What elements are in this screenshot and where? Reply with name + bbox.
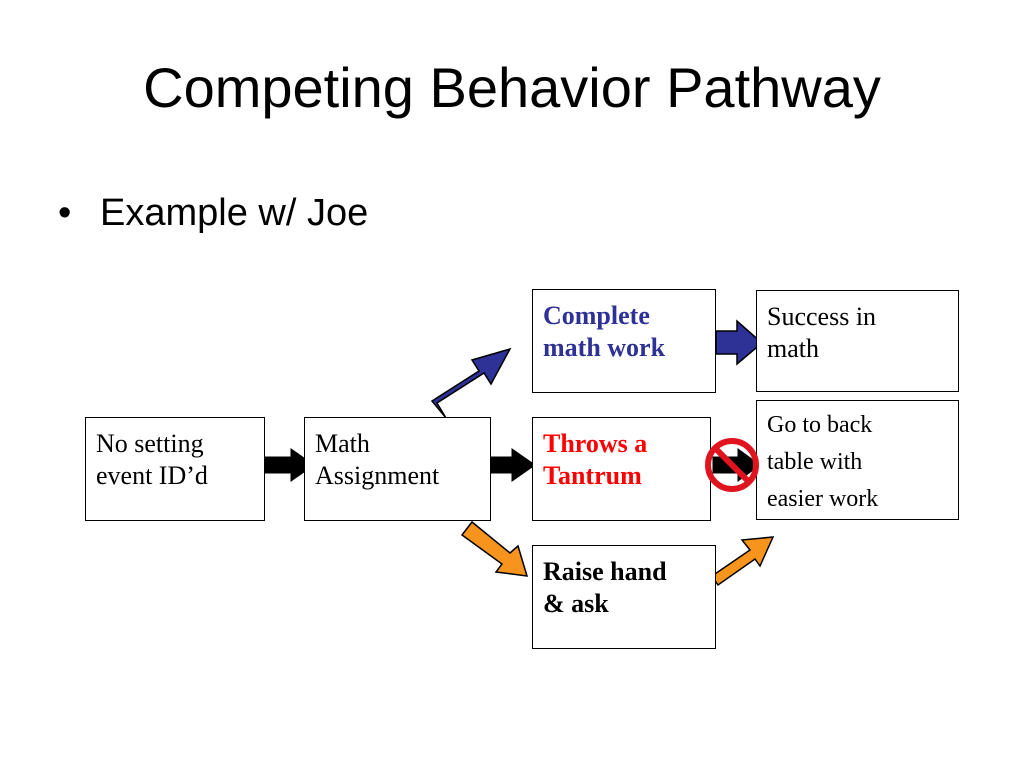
desired-behavior-box: Complete math work (532, 289, 716, 393)
arrow-antecedent-to-desired (430, 347, 512, 419)
box-line: & ask (543, 588, 609, 618)
box-line: Complete (543, 301, 650, 330)
box-line: Math (315, 429, 370, 458)
box-line: event ID’d (96, 460, 208, 490)
box-line: Go to back (767, 412, 873, 438)
slide-title: Competing Behavior Pathway (143, 56, 881, 119)
box-line: Success in (767, 302, 877, 331)
box-line: Raise hand (543, 557, 667, 586)
setting-event-box: No setting event ID’d (85, 417, 265, 521)
arrow-desired-to-consequence (715, 319, 764, 366)
antecedent-box: Math Assignment (304, 417, 491, 521)
arrow-antecedent-to-replacement (460, 520, 529, 577)
arrow-replacement-to-maintaining (710, 536, 775, 587)
prohibition-icon (705, 438, 759, 492)
box-line: Throws a (543, 429, 648, 458)
bullet-item: • Example w/ Joe (58, 194, 368, 232)
arrow-setting-to-antecedent (263, 448, 315, 482)
replacement-behavior-box: Raise hand & ask (532, 545, 716, 649)
box-line: No setting (96, 429, 204, 458)
arrow-antecedent-to-problem (485, 448, 536, 482)
problem-behavior-box: Throws a Tantrum (532, 417, 711, 521)
bullet-text: Example w/ Joe (100, 192, 369, 234)
box-line: Assignment (315, 460, 440, 490)
maintaining-consequence-box: Go to back table with easier work (756, 400, 959, 520)
desired-consequence-box: Success in math (756, 290, 959, 392)
box-line: math work (543, 332, 666, 362)
box-line: math (767, 333, 819, 363)
box-line: table with (767, 449, 863, 476)
box-line: Tantrum (543, 460, 642, 490)
bullet-marker: • (58, 192, 72, 234)
box-line: easier work (767, 486, 879, 513)
